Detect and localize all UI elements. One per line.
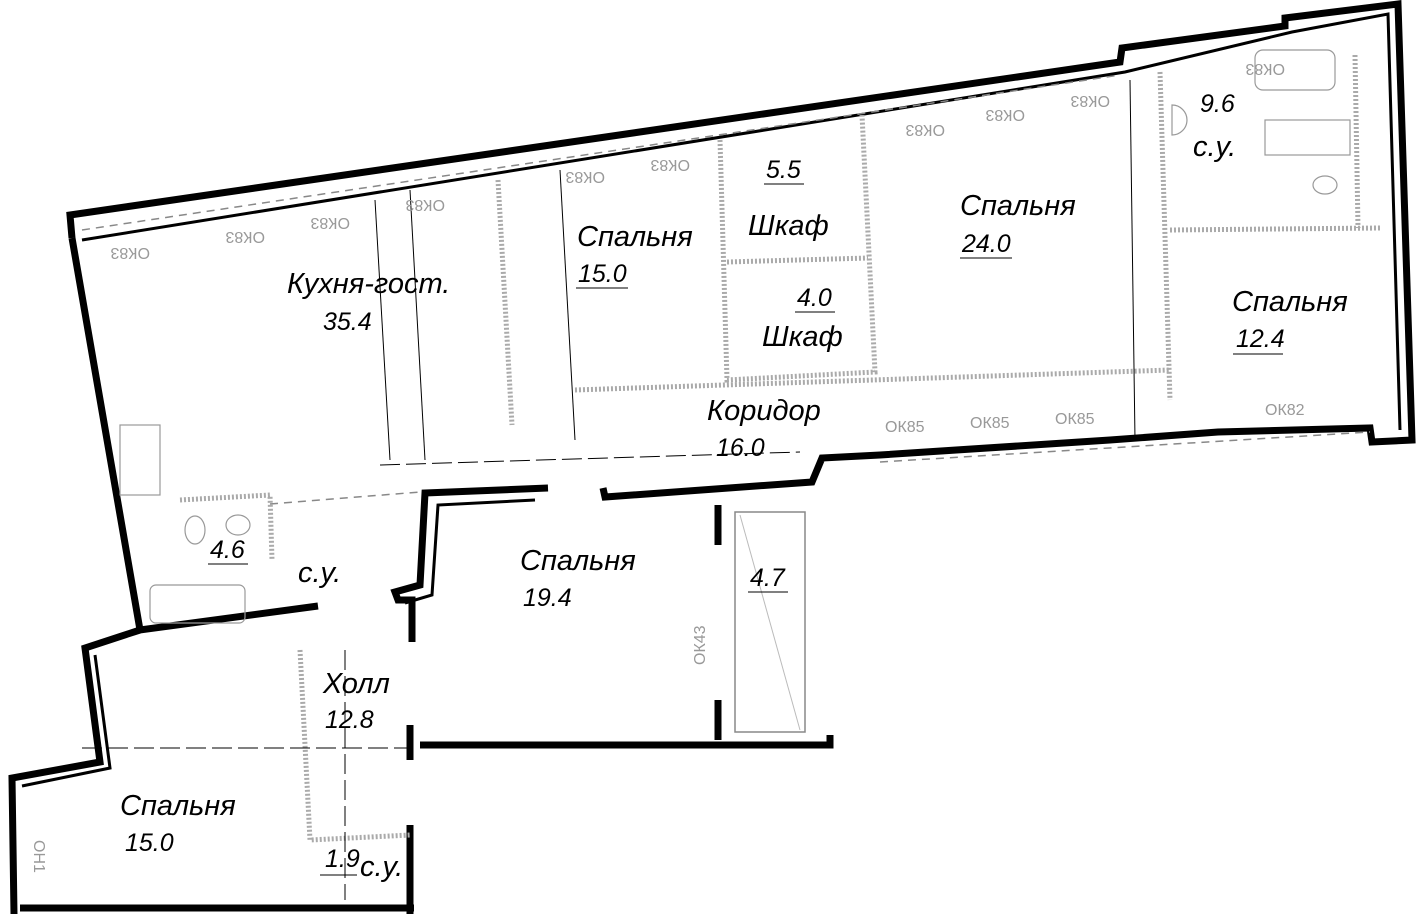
room-area: 9.6 (1200, 90, 1235, 118)
window-label: ОК83 (110, 244, 150, 261)
room-area: 19.4 (523, 584, 572, 612)
room-area: 35.4 (323, 308, 372, 336)
room-name: Шкаф (762, 321, 843, 353)
window-label: ОК83 (310, 214, 350, 231)
balcony-hatch (734, 511, 806, 733)
room-name: Спальня (960, 190, 1076, 222)
room-area: 12.4 (1236, 325, 1285, 353)
room-area: 15.0 (578, 260, 627, 288)
room-name: с.у. (360, 851, 403, 883)
stove-icon (119, 424, 161, 496)
room-name: с.у. (1193, 131, 1236, 163)
room-name: Кухня-гост. (287, 268, 450, 300)
window-label: ОК83 (405, 196, 445, 213)
window-label: ОК83 (1070, 92, 1110, 109)
window-label: ОК83 (225, 228, 265, 245)
room-name: Спальня (520, 545, 636, 577)
bathtub-icon (1254, 49, 1336, 91)
window-label: ОН1 (30, 840, 47, 873)
axis-lines (82, 79, 1136, 900)
room-name: Коридор (707, 395, 821, 427)
partitions (179, 54, 1381, 843)
window-label: ОК85 (970, 415, 1010, 432)
fixtures (119, 49, 1351, 733)
room-name: Спальня (1232, 286, 1348, 318)
toilet-icon (184, 515, 206, 545)
room-name: Шкаф (748, 210, 829, 242)
room-area: 5.5 (766, 156, 801, 184)
sink-icon (225, 514, 251, 536)
room-area: 15.0 (125, 829, 174, 857)
window-label: ОК43 (692, 625, 709, 665)
room-name: Спальня (577, 221, 693, 253)
window-label: ОК85 (1055, 411, 1095, 428)
room-area: 16.0 (716, 434, 765, 462)
window-lines (81, 74, 1371, 505)
room-name: с.у. (298, 557, 341, 589)
room-area: 4.0 (797, 284, 832, 312)
shower-tray (1264, 119, 1351, 156)
room-name: Холл (322, 668, 390, 700)
window-labels: ОК83 ОК83 ОК83 ОК83 ОК83 ОК83 ОК83 ОК83 … (30, 60, 1305, 873)
window-label: ОК85 (885, 419, 925, 436)
toilet-icon (1312, 175, 1338, 195)
window-label: ОК82 (1265, 402, 1305, 419)
room-area: 12.8 (325, 706, 374, 734)
window-label: ОК83 (905, 121, 945, 138)
room-area: 1.9 (325, 845, 360, 873)
room-area: 4.6 (210, 536, 245, 564)
window-label: ОК83 (565, 168, 605, 185)
room-name: Спальня (120, 790, 236, 822)
sink-icon (1171, 104, 1188, 136)
bathtub-icon (149, 584, 246, 624)
room-labels: Кухня-гост. 35.4 Спальня 15.0 5.5 Шкаф 4… (120, 90, 1348, 883)
balcony-area: 4.7 (750, 564, 786, 592)
window-label: ОК83 (985, 106, 1025, 123)
window-label: ОК83 (650, 156, 690, 173)
window-label: ОК83 (1245, 60, 1285, 77)
exterior-walls (8, 0, 1416, 914)
room-area: 24.0 (961, 230, 1011, 258)
